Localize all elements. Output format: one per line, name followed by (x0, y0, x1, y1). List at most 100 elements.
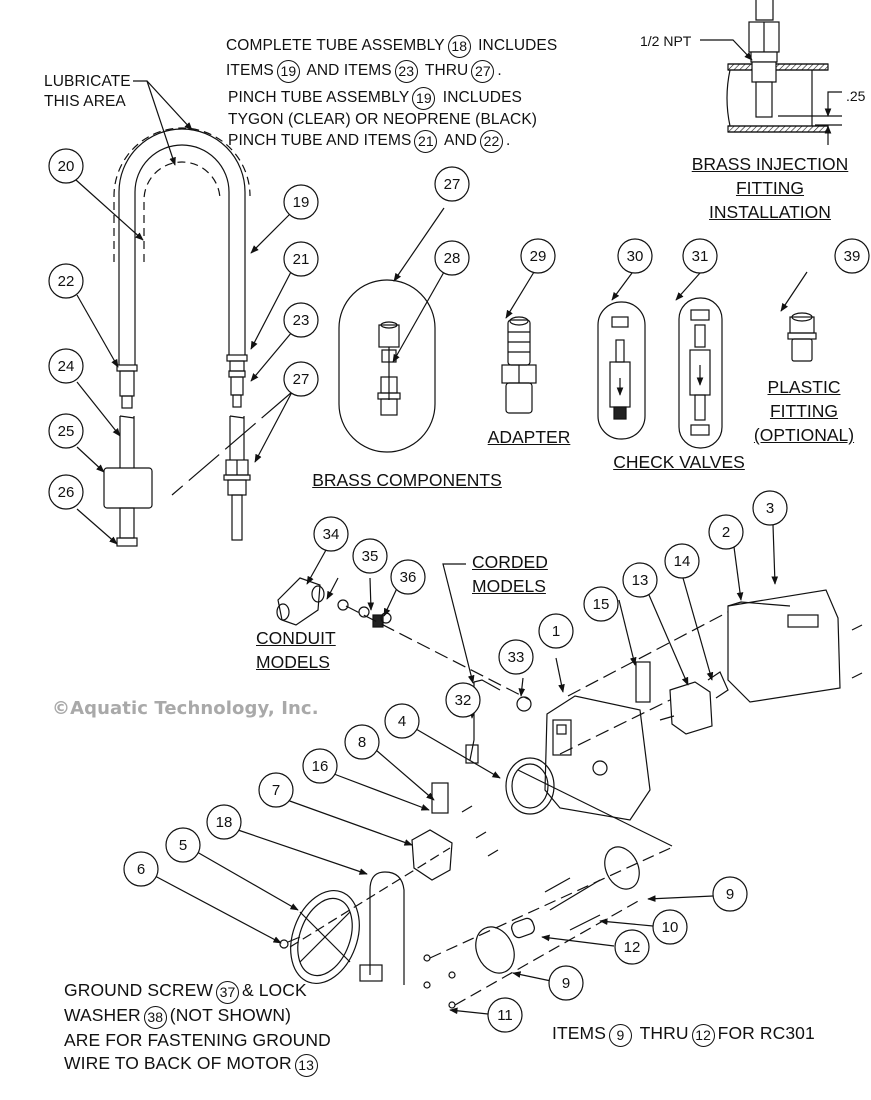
callout-label: 15 (593, 596, 610, 613)
callout-19 (283, 184, 319, 220)
callout-label: 24 (58, 358, 75, 375)
dimension-label: .25 (846, 88, 866, 104)
callout-label: 8 (358, 734, 366, 751)
note-text: AND (444, 132, 478, 149)
callout-label: 30 (627, 248, 644, 265)
callout-30 (617, 238, 653, 274)
title-line: (OPTIONAL) (753, 425, 855, 445)
plastic-fitting-title: PLASTIC FITTING (OPTIONAL) (742, 375, 866, 447)
callout-14 (664, 543, 700, 579)
callout-label: 10 (662, 919, 679, 936)
callout-label: 13 (632, 572, 649, 589)
callout-label: 29 (530, 248, 547, 265)
brass-components-title: BRASS COMPONENTS (312, 470, 502, 490)
callout-23 (283, 302, 319, 338)
note-text: . (497, 62, 502, 79)
corded-models-title: CORDED MODELS (472, 550, 548, 598)
callout-label: 18 (216, 814, 233, 831)
adapter-title: ADAPTER (487, 427, 571, 447)
callout-label: 21 (293, 251, 310, 268)
leader-lines (75, 179, 808, 1015)
callout-7 (258, 772, 294, 808)
callout-6 (123, 851, 159, 887)
callout-label: 3 (766, 500, 774, 517)
note-text: & LOCK (241, 980, 307, 1000)
note-text: GROUND SCREW (64, 980, 213, 1000)
callout-label: 26 (58, 484, 75, 501)
callout-label: 34 (323, 526, 340, 543)
conduit-models-title: CONDUIT MODELS (256, 626, 336, 674)
brass-components-drawing (338, 279, 436, 453)
callout-label: 2 (722, 524, 730, 541)
callout-label: 11 (497, 1007, 513, 1024)
callout-label: 35 (362, 548, 379, 565)
title-line: CONDUIT (256, 628, 336, 648)
callout-bubbles (48, 148, 870, 1033)
item-ref: 21 (414, 130, 438, 153)
callout-label: 6 (137, 861, 145, 878)
title-line: BRASS INJECTION (691, 154, 849, 174)
callout-label: 16 (312, 758, 329, 775)
note-text: PINCH TUBE AND ITEMS (228, 132, 412, 149)
item-ref: 18 (447, 35, 471, 58)
callout-36 (390, 559, 426, 595)
title-line: MODELS (472, 576, 546, 596)
injection-fitting-drawing (700, 0, 842, 145)
callout-label: 9 (726, 886, 734, 903)
callout-label: 31 (692, 248, 709, 265)
note-text: WIRE TO BACK OF MOTOR (64, 1053, 292, 1073)
callout-label: 27 (444, 176, 461, 193)
item-ref: 9 (608, 1024, 632, 1047)
callout-18 (206, 804, 242, 840)
note-text: (NOT SHOWN) (169, 1005, 292, 1025)
note-text: ITEMS (552, 1023, 606, 1043)
callout-label: 39 (844, 248, 861, 265)
check-valves-title: CHECK VALVES (613, 452, 745, 472)
note-text: TYGON (CLEAR) OR NEOPRENE (BLACK) (228, 111, 538, 128)
callout-2 (708, 514, 744, 550)
title-line: INSTALLATION (709, 202, 831, 222)
callout-5 (165, 827, 201, 863)
npt-label: 1/2 NPT (640, 33, 692, 49)
callout-label: 14 (674, 553, 691, 570)
callout-label: 27 (293, 371, 310, 388)
callout-label: 28 (444, 250, 461, 267)
note-text: INCLUDES (442, 89, 522, 106)
callout-3 (752, 490, 788, 526)
callout-labels: 1 2 3 4 5 6 7 8 9 9 10 11 12 13 14 15 16… (58, 158, 861, 1024)
callout-13 (622, 562, 658, 598)
callout-label: 36 (400, 569, 417, 586)
lubricate-note: LUBRICATE THIS AREA (44, 72, 131, 112)
note-text: AND ITEMS (306, 62, 392, 79)
callout-label: 23 (293, 312, 310, 329)
callout-label: 9 (562, 975, 570, 992)
item-ref: 27 (471, 60, 495, 83)
note-text: . (506, 132, 511, 149)
note-text: FOR RC301 (717, 1023, 815, 1043)
callout-28 (434, 240, 470, 276)
callout-label: 7 (272, 782, 280, 799)
callout-11 (487, 997, 523, 1033)
callout-27a (283, 361, 319, 397)
callout-31 (682, 238, 718, 274)
callout-22 (48, 263, 84, 299)
callout-label: 19 (293, 194, 310, 211)
callout-26 (48, 474, 84, 510)
item-ref: 19 (276, 60, 300, 83)
title-line: FITTING (735, 178, 805, 198)
item-ref: 22 (480, 130, 504, 153)
callout-10 (652, 909, 688, 945)
check-valves-drawing (597, 297, 723, 449)
note-text: PINCH TUBE ASSEMBLY (228, 89, 410, 106)
item-ref: 12 (691, 1024, 715, 1047)
callout-21 (283, 241, 319, 277)
callout-label: 4 (398, 713, 406, 730)
callout-label: 5 (179, 837, 187, 854)
callout-39 (834, 238, 870, 274)
title-line: MODELS (256, 652, 330, 672)
callout-12 (614, 929, 650, 965)
